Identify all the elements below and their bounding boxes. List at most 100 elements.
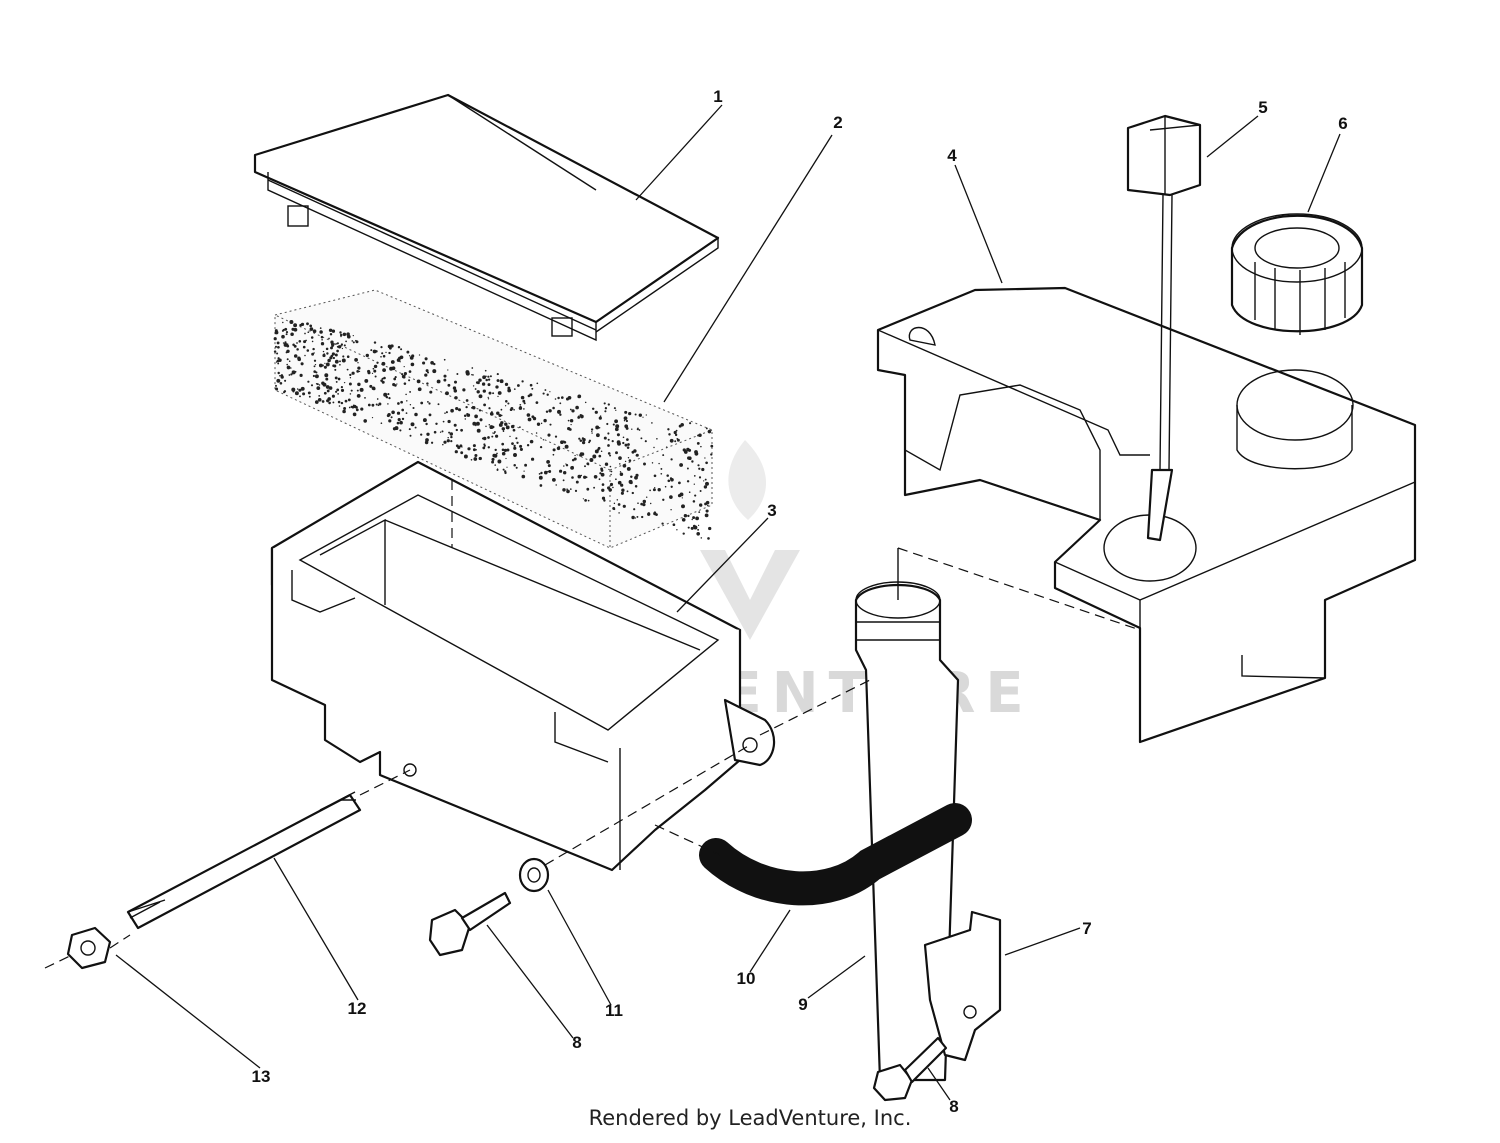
foam-speckle — [285, 351, 288, 354]
foam-speckle — [447, 436, 449, 439]
foam-speckle — [343, 407, 347, 410]
foam-speckle — [446, 439, 450, 443]
foam-speckle — [496, 452, 498, 455]
foam-speckle — [708, 526, 712, 531]
foam-speckle — [618, 456, 622, 460]
foam-speckle — [447, 369, 449, 371]
foam-speckle — [681, 497, 683, 499]
foam-speckle — [526, 444, 530, 447]
foam-speckle — [496, 411, 500, 415]
foam-speckle — [352, 412, 357, 417]
foam-speckle — [447, 383, 451, 387]
foam-speckle — [634, 475, 638, 480]
foam-speckle — [342, 409, 346, 414]
foam-speckle — [313, 370, 317, 373]
foam-speckle — [554, 435, 558, 438]
foam-speckle — [279, 382, 283, 385]
foam-speckle — [597, 426, 599, 429]
foam-speckle — [455, 407, 459, 411]
foam-speckle — [333, 364, 337, 368]
foam-speckle — [485, 378, 488, 382]
foam-speckle — [274, 345, 278, 348]
foam-speckle — [660, 467, 663, 470]
foam-speckle — [484, 369, 487, 372]
foam-speckle — [317, 397, 322, 402]
foam-speckle — [358, 370, 361, 373]
foam-speckle — [624, 460, 627, 463]
foam-speckle — [535, 401, 539, 404]
foam-speckle — [540, 471, 543, 475]
foam-speckle — [566, 488, 568, 491]
foam-speckle — [329, 356, 333, 360]
foam-speckle — [472, 374, 474, 376]
foam-speckle — [604, 407, 608, 410]
foam-speckle — [283, 342, 288, 347]
foam-speckle — [355, 340, 359, 344]
foam-speckle — [584, 401, 587, 404]
foam-speckle — [463, 454, 468, 459]
foam-speckle — [610, 470, 613, 473]
foam-speckle — [370, 349, 373, 352]
foam-speckle — [683, 450, 688, 454]
foam-speckle — [397, 418, 401, 422]
foam-speckle — [558, 469, 563, 473]
foam-speckle — [666, 446, 668, 448]
foam-speckle — [335, 343, 337, 345]
foam-speckle — [524, 463, 528, 467]
foam-speckle — [571, 476, 574, 479]
foam-speckle — [328, 401, 331, 405]
foam-speckle — [433, 362, 436, 366]
foam-speckle — [586, 487, 590, 491]
foam-speckle — [628, 411, 632, 416]
foam-speckle — [339, 331, 342, 334]
foam-speckle — [321, 339, 323, 341]
foam-speckle — [420, 401, 424, 405]
foam-speckle — [396, 383, 398, 385]
foam-speckle — [500, 408, 503, 411]
foam-speckle — [288, 374, 291, 376]
foam-speckle — [296, 348, 299, 351]
foam-speckle — [454, 380, 457, 384]
foam-speckle — [276, 341, 280, 345]
foam-speckle — [483, 443, 486, 446]
foam-speckle — [617, 480, 622, 485]
foam-speckle — [505, 425, 510, 430]
foam-speckle — [294, 391, 299, 396]
foam-speckle — [675, 429, 678, 432]
foam-speckle — [519, 426, 521, 428]
foam-speckle — [552, 406, 555, 410]
foam-speckle — [653, 474, 657, 478]
foam-speckle — [288, 360, 291, 362]
foam-speckle — [455, 428, 458, 432]
foam-speckle — [615, 451, 618, 455]
foam-speckle — [696, 532, 700, 536]
foam-speckle — [628, 459, 632, 462]
foam-speckle — [291, 370, 296, 375]
foam-speckle — [322, 353, 326, 358]
foam-speckle — [282, 342, 285, 344]
foam-speckle — [591, 430, 593, 433]
foam-speckle — [443, 440, 447, 444]
foam-speckle — [400, 348, 403, 351]
callout-7: 7 — [1082, 919, 1091, 938]
foam-speckle — [527, 417, 532, 422]
foam-speckle — [500, 414, 503, 417]
foam-speckle — [555, 484, 557, 486]
foam-speckle — [704, 478, 707, 481]
foam-speckle — [542, 392, 545, 395]
foam-speckle — [566, 489, 570, 494]
foam-speckle — [482, 446, 486, 450]
foam-speckle — [497, 459, 502, 464]
foam-speckle — [667, 479, 671, 483]
foam-speckle — [496, 379, 500, 383]
foam-speckle — [565, 397, 570, 401]
foam-speckle — [321, 400, 325, 403]
foam-speckle — [627, 443, 630, 446]
foam-speckle — [450, 408, 454, 413]
foam-speckle — [681, 517, 686, 522]
foam-speckle — [600, 450, 603, 453]
foam-speckle — [471, 367, 474, 369]
foam-speckle — [408, 379, 411, 382]
foam-speckle — [523, 402, 526, 405]
foam-speckle — [450, 440, 453, 443]
